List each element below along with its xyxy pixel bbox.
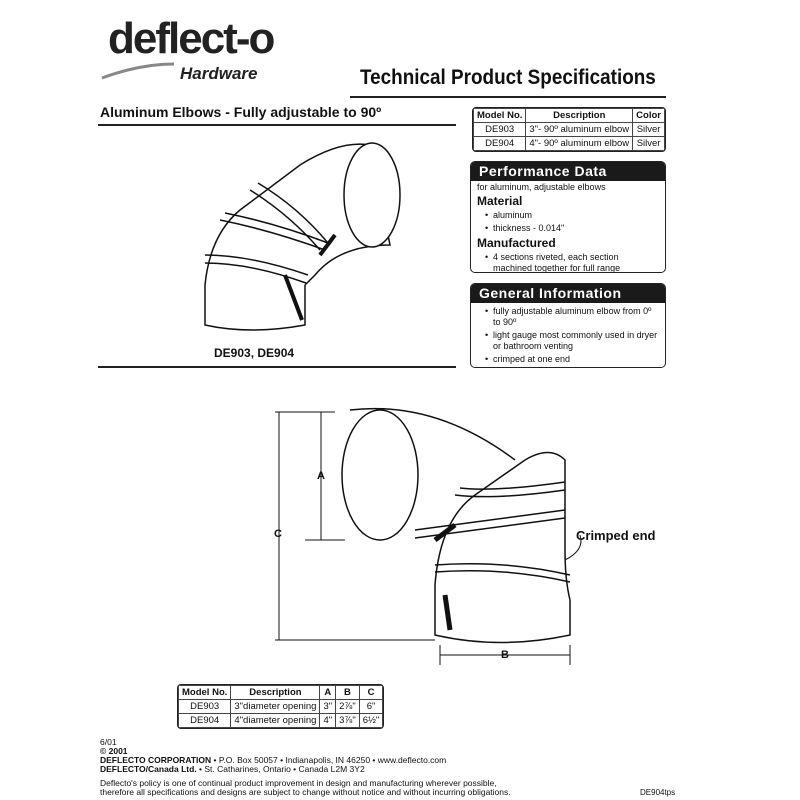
cell: DE903 [472, 122, 527, 137]
th: Model No. [178, 685, 232, 700]
cell: Silver [632, 122, 665, 137]
cell: 3"- 90º aluminum elbow [525, 122, 634, 137]
cell: DE904 [178, 713, 232, 728]
logo-subtitle: Hardware [180, 64, 258, 83]
dimension-a-label: A [317, 470, 325, 482]
dimension-diagram [275, 407, 582, 665]
list-item: 4 sections riveted, each section machine… [485, 252, 659, 272]
performance-title: Performance Data [471, 162, 665, 181]
cell: 3" [319, 699, 337, 714]
cell: 2⅞" [335, 699, 360, 714]
cell: DE904 [472, 136, 527, 151]
logo: deflect-o [108, 14, 275, 63]
corp-address: • P.O. Box 50057 • Indianapolis, IN 4625… [211, 755, 447, 765]
cell: 6" [358, 699, 384, 714]
corp-name: DEFLECTO CORPORATION [100, 755, 212, 765]
cell: DE903 [178, 699, 232, 714]
cell: 4" [319, 713, 337, 728]
th: B [335, 685, 360, 700]
th: Description [230, 685, 321, 700]
cell: Silver [632, 136, 665, 151]
cell: 3"diameter opening [230, 699, 321, 714]
performance-box: Performance Data for aluminum, adjustabl… [470, 161, 666, 273]
footer-date: 6/01 [100, 737, 117, 747]
list-item: fully adjustable aluminum elbow from 0º … [485, 306, 659, 328]
list-item: crimped at one end [485, 354, 659, 365]
section-rule [98, 366, 456, 368]
th: Model No. [472, 108, 527, 123]
material-title: Material [477, 194, 523, 208]
canada-address: • St. Catharines, Ontario • Canada L2M 3… [196, 764, 365, 774]
subtitle-rule [98, 124, 456, 126]
elbow-illustration [204, 142, 401, 331]
footer-copyright: © 2001 [100, 746, 128, 756]
crimped-end-label: Crimped end [576, 528, 656, 543]
dimension-b-label: B [501, 649, 509, 661]
dimension-c-label: C [274, 528, 282, 540]
th: A [319, 685, 337, 700]
title-rule [350, 96, 666, 98]
policy-line: Deflecto's policy is one of continual pr… [100, 778, 497, 788]
doc-code: DE904tps [640, 788, 676, 797]
logo-swoosh [101, 62, 175, 80]
footer: 6/01 © 2001 DEFLECTO CORPORATION • P.O. … [100, 738, 511, 797]
general-title: General Information [471, 284, 665, 303]
general-info-box: General Information fully adjustable alu… [470, 283, 666, 368]
illustration-caption: DE903, DE904 [214, 346, 295, 360]
canada-name: DEFLECTO/Canada Ltd. [100, 764, 197, 774]
product-title: Aluminum Elbows - Fully adjustable to 90… [100, 104, 382, 120]
policy-line: therefore all specifications and designs… [100, 787, 511, 797]
th: Description [525, 108, 634, 123]
cell: 3⅞" [335, 713, 360, 728]
list-item: light gauge most commonly used in dryer … [485, 330, 659, 352]
list-item: thickness - 0.014" [485, 223, 665, 234]
th: C [358, 685, 384, 700]
manufactured-title: Manufactured [477, 236, 556, 250]
cell: 4"- 90º aluminum elbow [525, 136, 634, 151]
list-item: aluminum [485, 210, 665, 221]
cell: 4"diameter opening [230, 713, 321, 728]
performance-intro: for aluminum, adjustable elbows [477, 182, 606, 192]
th: Color [632, 108, 665, 123]
page-title: Technical Product Specifications [360, 66, 656, 89]
cell: 6½" [358, 713, 384, 728]
